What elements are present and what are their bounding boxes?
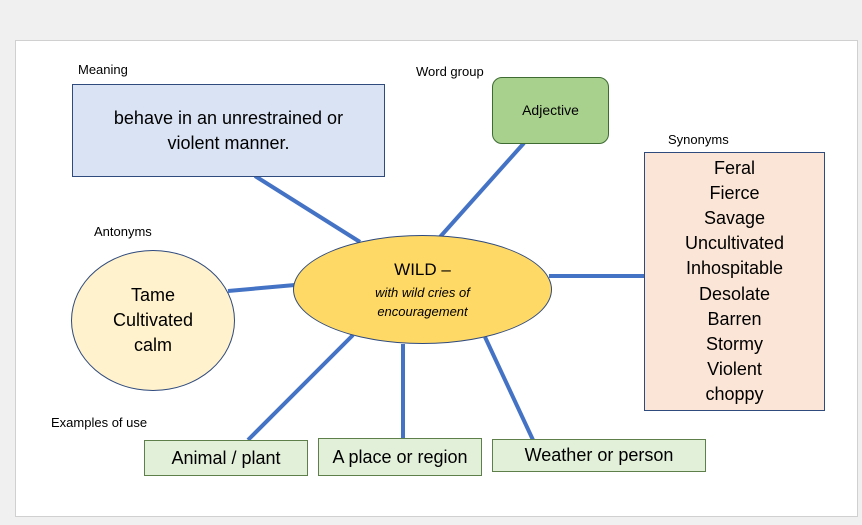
synonym-item: Feral xyxy=(713,158,755,179)
synonym-item: Inhospitable xyxy=(685,258,784,279)
example-box-place-region: A place or region xyxy=(318,438,482,476)
example-text: A place or region xyxy=(332,446,468,467)
examples-label: Examples of use xyxy=(51,415,148,430)
example-box-animal-plant: Animal / plant xyxy=(144,440,308,476)
synonym-item: Savage xyxy=(703,208,766,229)
meaning-line: violent manner. xyxy=(167,132,290,153)
example-text: Animal / plant xyxy=(171,447,281,468)
synonym-item: Uncultivated xyxy=(684,233,785,254)
synonyms-label: Synonyms xyxy=(668,132,729,147)
word-group-box: Adjective xyxy=(492,77,609,144)
example-box-weather-person: Weather or person xyxy=(492,439,706,472)
antonym-item: Cultivated xyxy=(112,310,194,330)
center-word-ellipse: WILD – with wild cries of encouragement xyxy=(293,235,552,344)
synonym-item: Violent xyxy=(707,358,762,379)
synonym-item: Desolate xyxy=(698,283,771,304)
connector-example-animal xyxy=(246,333,355,442)
example-text: Weather or person xyxy=(524,445,674,465)
synonym-item: Fierce xyxy=(709,183,760,204)
antonym-item: calm xyxy=(133,335,172,355)
meaning-text: behave in an unrestrained or violent man… xyxy=(114,106,343,156)
antonym-item: Tame xyxy=(130,285,175,305)
connector-antonyms xyxy=(227,283,296,293)
synonym-item: Stormy xyxy=(705,333,763,354)
connector-example-weather xyxy=(483,336,535,441)
synonyms-box: Feral Fierce Savage Uncultivated Inhospi… xyxy=(644,152,825,411)
antonyms-ellipse: Tame Cultivated calm xyxy=(71,250,235,391)
meaning-line: behave in an unrestrained or xyxy=(113,107,344,128)
meaning-label: Meaning xyxy=(78,62,128,77)
connector-meaning xyxy=(253,174,362,244)
word-group-value: Adjective xyxy=(522,102,579,118)
meaning-box: behave in an unrestrained or violent man… xyxy=(72,84,385,177)
center-word-example: with wild cries of encouragement xyxy=(375,283,470,321)
synonym-item: Barren xyxy=(707,308,762,329)
center-example-line: encouragement xyxy=(377,303,468,319)
connector-word-group xyxy=(438,141,526,239)
word-group-label: Word group xyxy=(416,64,484,79)
synonym-item: choppy xyxy=(705,383,764,404)
center-word-title: WILD – xyxy=(394,259,451,279)
antonyms-label: Antonyms xyxy=(94,224,152,239)
center-example-line: with wild cries of xyxy=(375,284,470,300)
